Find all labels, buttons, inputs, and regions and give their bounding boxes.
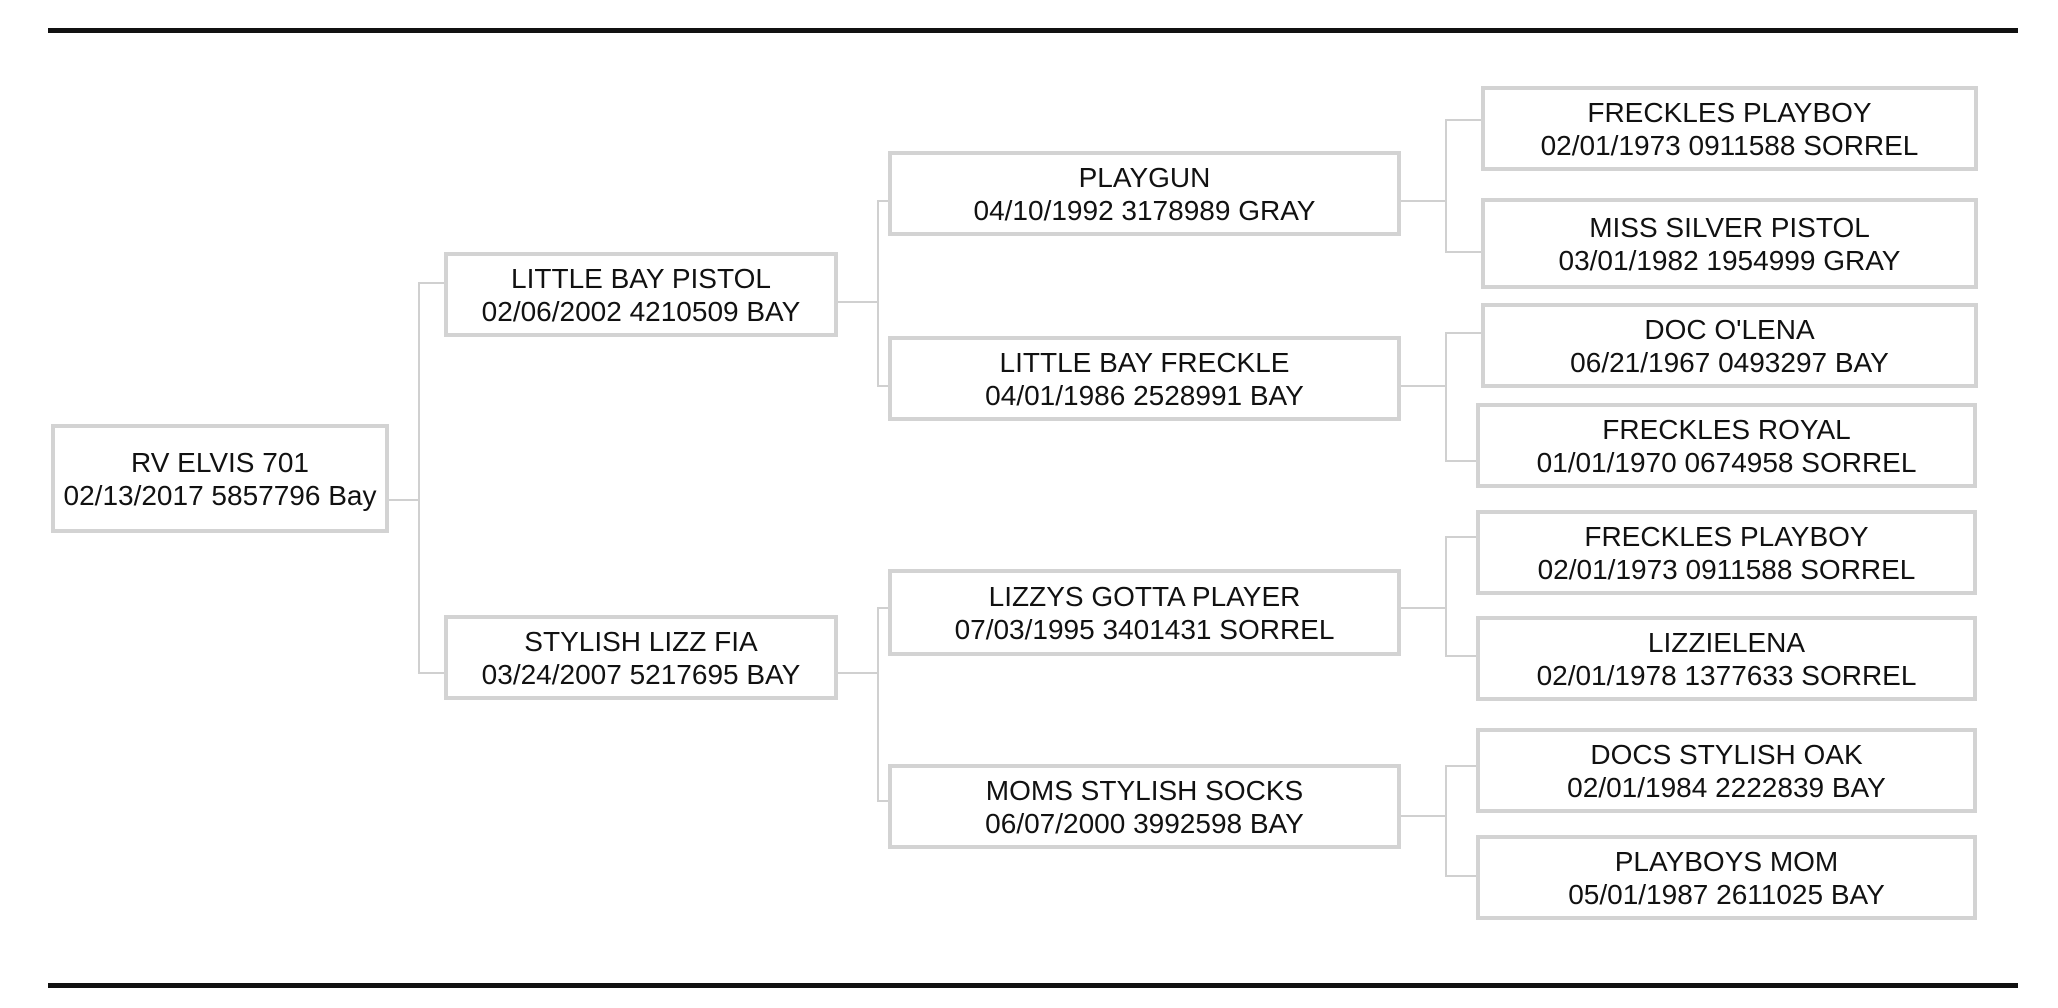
horse-details: 05/01/1987 2611025 BAY	[1568, 878, 1885, 910]
sire-sire-sire-box: FRECKLES PLAYBOY 02/01/1973 0911588 SORR…	[1481, 86, 1978, 171]
horse-details: 07/03/1995 3401431 SORREL	[954, 613, 1335, 645]
connector	[1445, 536, 1478, 538]
horse-details: 06/07/2000 3992598 BAY	[985, 807, 1304, 839]
dam-sire-sire-box: FRECKLES PLAYBOY 02/01/1973 0911588 SORR…	[1476, 510, 1977, 595]
connector	[1400, 607, 1445, 609]
connector	[418, 672, 446, 674]
connector	[1445, 655, 1478, 657]
connector	[1445, 251, 1483, 253]
horse-name: PLAYGUN	[1078, 161, 1211, 193]
sire-dam-sire-box: DOC O'LENA 06/21/1967 0493297 BAY	[1481, 303, 1978, 388]
sire-box: LITTLE BAY PISTOL 02/06/2002 4210509 BAY	[444, 252, 838, 337]
connector	[877, 800, 890, 802]
connector	[1400, 385, 1445, 387]
horse-details: 01/01/1970 0674958 SORREL	[1536, 446, 1917, 478]
top-rule	[48, 28, 2018, 33]
horse-name: MISS SILVER PISTOL	[1589, 211, 1870, 243]
horse-name: LITTLE BAY PISTOL	[511, 262, 771, 294]
subject-horse-box: RV ELVIS 701 02/13/2017 5857796 Bay	[51, 424, 389, 533]
connector	[1445, 119, 1483, 121]
horse-name: DOCS STYLISH OAK	[1590, 738, 1863, 770]
horse-details: 02/01/1973 0911588 SORREL	[1540, 129, 1919, 161]
connector	[1445, 875, 1478, 877]
horse-details: 06/21/1967 0493297 BAY	[1570, 346, 1889, 378]
horse-name: STYLISH LIZZ FIA	[524, 625, 758, 657]
connector	[1445, 765, 1447, 876]
connector	[1445, 460, 1478, 462]
sire-dam-box: LITTLE BAY FRECKLE 04/01/1986 2528991 BA…	[888, 336, 1401, 421]
connector	[418, 282, 420, 673]
horse-details: 03/01/1982 1954999 GRAY	[1558, 244, 1901, 276]
dam-sire-box: LIZZYS GOTTA PLAYER 07/03/1995 3401431 S…	[888, 569, 1401, 656]
horse-details: 02/13/2017 5857796 Bay	[63, 479, 377, 511]
connector	[877, 607, 890, 609]
horse-details: 02/01/1978 1377633 SORREL	[1536, 659, 1917, 691]
horse-name: RV ELVIS 701	[131, 446, 309, 478]
connector	[1400, 200, 1445, 202]
dam-dam-box: MOMS STYLISH SOCKS 06/07/2000 3992598 BA…	[888, 764, 1401, 849]
horse-name: LITTLE BAY FRECKLE	[999, 346, 1290, 378]
connector	[877, 200, 879, 386]
sire-sire-dam-box: MISS SILVER PISTOL 03/01/1982 1954999 GR…	[1481, 198, 1978, 289]
horse-details: 02/01/1973 0911588 SORREL	[1537, 553, 1916, 585]
connector	[388, 499, 418, 501]
horse-name: LIZZYS GOTTA PLAYER	[988, 580, 1301, 612]
horse-name: DOC O'LENA	[1644, 313, 1815, 345]
horse-details: 04/10/1992 3178989 GRAY	[973, 194, 1316, 226]
horse-name: FRECKLES PLAYBOY	[1587, 96, 1872, 128]
horse-details: 02/01/1984 2222839 BAY	[1567, 771, 1886, 803]
dam-dam-dam-box: PLAYBOYS MOM 05/01/1987 2611025 BAY	[1476, 835, 1977, 920]
dam-sire-dam-box: LIZZIELENA 02/01/1978 1377633 SORREL	[1476, 616, 1977, 701]
connector	[418, 282, 446, 284]
sire-dam-dam-box: FRECKLES ROYAL 01/01/1970 0674958 SORREL	[1476, 403, 1977, 488]
connector	[1445, 332, 1447, 461]
connector	[837, 672, 877, 674]
horse-name: LIZZIELENA	[1647, 626, 1806, 658]
connector	[1445, 332, 1483, 334]
connector	[877, 200, 890, 202]
connector	[1445, 119, 1447, 252]
horse-details: 04/01/1986 2528991 BAY	[985, 379, 1304, 411]
horse-name: FRECKLES ROYAL	[1602, 413, 1851, 445]
bottom-rule	[48, 983, 2018, 988]
horse-name: PLAYBOYS MOM	[1614, 845, 1839, 877]
horse-name: MOMS STYLISH SOCKS	[985, 774, 1304, 806]
connector	[877, 385, 890, 387]
horse-details: 02/06/2002 4210509 BAY	[481, 295, 801, 327]
horse-details: 03/24/2007 5217695 BAY	[481, 658, 801, 690]
connector	[837, 301, 877, 303]
connector	[1445, 765, 1478, 767]
horse-name: FRECKLES PLAYBOY	[1584, 520, 1869, 552]
sire-sire-box: PLAYGUN 04/10/1992 3178989 GRAY	[888, 151, 1401, 236]
dam-box: STYLISH LIZZ FIA 03/24/2007 5217695 BAY	[444, 615, 838, 700]
dam-dam-sire-box: DOCS STYLISH OAK 02/01/1984 2222839 BAY	[1476, 728, 1977, 813]
connector	[1445, 536, 1447, 656]
connector	[877, 607, 879, 801]
connector	[1400, 815, 1445, 817]
